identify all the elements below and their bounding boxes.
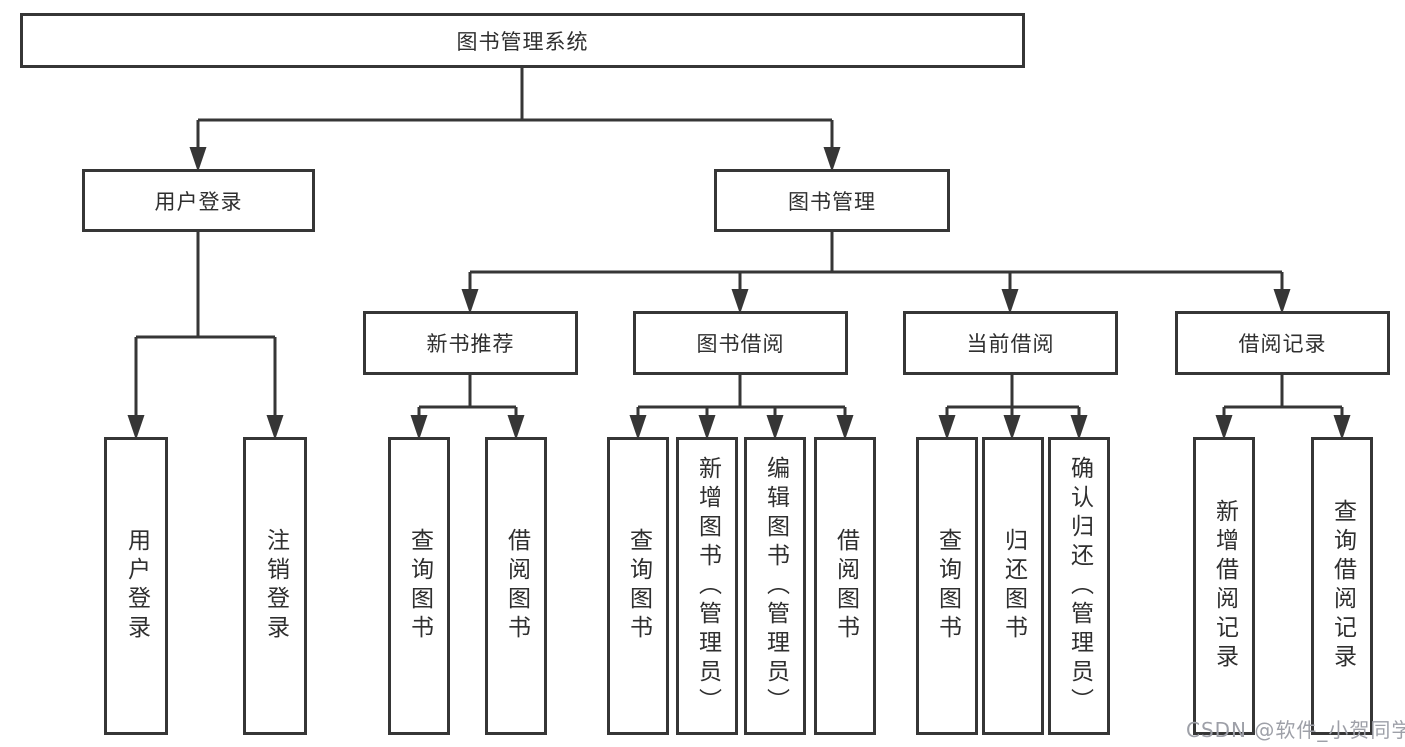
leaf-bb-query-books: 查询图书 [607,437,669,735]
node-book-borrow-label: 图书借阅 [696,332,785,356]
leaf-nbr-query-books-label: 查询图书 [406,528,433,644]
node-book-management: 图书管理 [714,169,950,232]
leaf-br-query-record: 查询借阅记录 [1311,437,1373,735]
leaf-bb-add-books-admin-label: 新增图书（管理员） [694,455,721,717]
leaf-cb-query-books-label: 查询图书 [934,528,961,644]
leaf-cb-query-books: 查询图书 [916,437,978,735]
leaf-cb-return-books: 归还图书 [982,437,1044,735]
leaf-logout: 注销登录 [243,437,307,735]
node-root: 图书管理系统 [20,13,1025,68]
leaf-bb-add-books-admin: 新增图书（管理员） [676,437,738,735]
leaf-bb-edit-books-admin: 编辑图书（管理员） [744,437,806,735]
leaf-nbr-query-books: 查询图书 [388,437,450,735]
leaf-nbr-borrow-books-label: 借阅图书 [503,528,530,644]
node-current-borrow-label: 当前借阅 [966,332,1055,356]
csdn-watermark: CSDN @软件_小贺同学 [1186,718,1405,742]
leaf-cb-return-books-label: 归还图书 [1000,528,1027,644]
leaf-br-add-record-label: 新增借阅记录 [1211,499,1238,673]
leaf-bb-edit-books-admin-label: 编辑图书（管理员） [762,455,789,717]
node-new-book-recommend-label: 新书推荐 [426,332,515,356]
node-root-label: 图书管理系统 [456,29,589,54]
node-borrow-records-label: 借阅记录 [1238,332,1327,356]
node-new-book-recommend: 新书推荐 [363,311,578,375]
leaf-bb-query-books-label: 查询图书 [625,528,652,644]
leaf-cb-confirm-return-admin: 确认归还（管理员） [1048,437,1110,735]
node-borrow-records: 借阅记录 [1175,311,1390,375]
node-user-login-label: 用户登录 [154,189,243,214]
node-current-borrow: 当前借阅 [903,311,1118,375]
leaf-bb-borrow-books: 借阅图书 [814,437,876,735]
node-user-login: 用户登录 [82,169,315,232]
leaf-user-login-label: 用户登录 [123,528,150,644]
node-book-management-label: 图书管理 [788,189,876,214]
leaf-cb-confirm-return-admin-label: 确认归还（管理员） [1066,455,1093,717]
leaf-br-add-record: 新增借阅记录 [1193,437,1255,735]
leaf-br-query-record-label: 查询借阅记录 [1329,499,1356,673]
node-book-borrow: 图书借阅 [633,311,848,375]
leaf-bb-borrow-books-label: 借阅图书 [832,528,859,644]
leaf-logout-label: 注销登录 [262,528,289,644]
leaf-user-login: 用户登录 [104,437,168,735]
leaf-nbr-borrow-books: 借阅图书 [485,437,547,735]
